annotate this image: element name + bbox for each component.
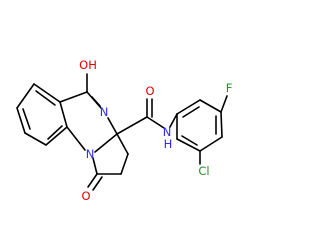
amide-group (116, 98, 165, 135)
imine-nitrogen-label: N (100, 105, 109, 119)
pyrrolidinone-ring (87, 133, 129, 191)
amide-hydrogen-label: H (164, 137, 173, 151)
benzene-ring-left (16, 83, 68, 146)
lactam-oxygen-label: O (81, 189, 90, 203)
chlorine-label: Cl (198, 164, 209, 178)
amide-nitrogen-label: N (163, 125, 172, 139)
molecule-structure: OH N N O O N H F Cl (16, 58, 232, 203)
central-ring (59, 91, 118, 153)
amide-oxygen-label: O (145, 84, 154, 98)
atom-labels: OH N N O O N H F Cl (79, 58, 232, 203)
fluorine-label: F (226, 81, 233, 95)
benzene-ring-right (169, 99, 223, 152)
ring-nitrogen-label: N (86, 147, 95, 161)
fluorine-bond (220, 95, 228, 113)
hydroxyl-label: OH (79, 58, 97, 72)
